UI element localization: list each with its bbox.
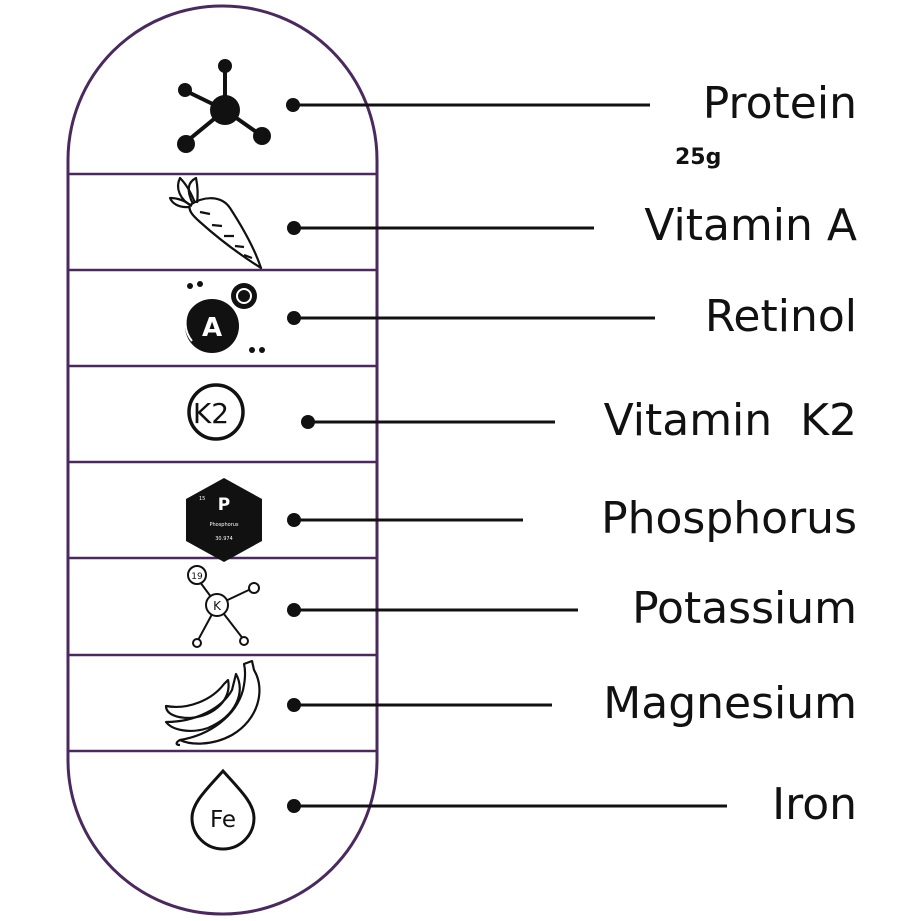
connector-magnesium	[287, 698, 552, 712]
label-phosphorus: Phosphorus	[601, 493, 857, 544]
k2-circle-icon: K2	[187, 383, 245, 441]
svg-text:A: A	[202, 313, 222, 343]
label-protein: Protein	[702, 78, 857, 129]
connector-vitamin-k2	[301, 415, 555, 429]
iron-drop-icon: Fe	[190, 768, 256, 851]
svg-text:K2: K2	[193, 397, 229, 430]
svg-text:15: 15	[199, 496, 205, 502]
label-magnesium: Magnesium	[603, 678, 857, 729]
svg-text:19: 19	[191, 572, 203, 582]
connector-vitamin-a	[287, 221, 594, 235]
capsule-outline	[66, 4, 379, 916]
svg-text:Fe: Fe	[210, 807, 236, 833]
banana-icon	[164, 659, 261, 747]
phosphorus-hexagon-icon: 15 P Phosphorus 30.974	[186, 478, 262, 562]
label-iron: Iron	[772, 779, 857, 830]
label-potassium: Potassium	[632, 583, 857, 634]
potassium-atom-icon: K 19	[187, 565, 260, 648]
svg-text:P: P	[218, 495, 230, 515]
carrot-icon	[168, 176, 263, 270]
molecule-icon	[177, 59, 271, 153]
connector-retinol	[287, 311, 655, 325]
protein-amount: 25g	[675, 145, 722, 170]
svg-text:30.974: 30.974	[215, 536, 233, 542]
connector-iron	[287, 799, 727, 813]
connector-potassium	[287, 603, 578, 617]
label-vitamin-k2: Vitamin K2	[603, 395, 857, 446]
capsule-dividers	[68, 172, 377, 753]
connector-phosphorus	[287, 513, 523, 527]
svg-text:K: K	[213, 599, 222, 613]
label-retinol: Retinol	[704, 291, 857, 342]
svg-text:Phosphorus: Phosphorus	[209, 522, 238, 528]
vitamin-a-capsule-icon: A	[184, 281, 265, 353]
connector-protein	[286, 98, 650, 112]
label-vitamin-a: Vitamin A	[644, 200, 857, 251]
